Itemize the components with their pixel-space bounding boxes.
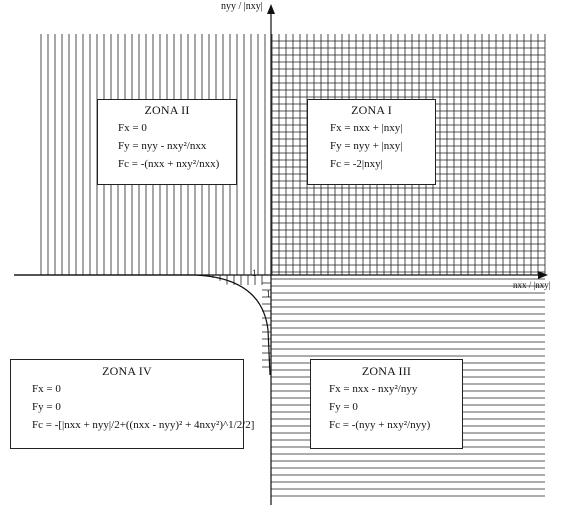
zone-4-box: ZONA IV Fx = 0 Fy = 0 Fc = -[|nxx + nyy|…	[10, 359, 255, 449]
zone-3-fx: Fx = nxx - nxy²/nyy	[329, 383, 418, 395]
x-tick-label: 1	[252, 268, 257, 278]
zone-1-box: ZONA I Fx = nxx + |nxy| Fy = nyy + |nxy|…	[307, 99, 436, 185]
zone-3-fy: Fy = 0	[329, 401, 358, 413]
x-axis-arrow	[538, 271, 548, 279]
zone-2-title: ZONA II	[144, 103, 190, 117]
zone-3-title: ZONA III	[361, 364, 412, 378]
y-axis-arrow	[267, 4, 275, 14]
zone-1-fx: Fx = nxx + |nxy|	[330, 122, 403, 134]
zone-4-fc: Fc = -[|nxx + nyy|/2+((nxx - nyy)² + 4nx…	[32, 419, 255, 431]
zone-2-box: ZONA II Fx = 0 Fy = nyy - nxy²/nxx Fc = …	[97, 99, 237, 185]
y-tick-label: 1	[266, 289, 271, 299]
zone-1-fc: Fc = -2|nxy|	[330, 158, 383, 170]
zone-2-fy: Fy = nyy - nxy²/nxx	[118, 140, 207, 152]
zone-3-fc: Fc = -(nyy + nxy²/nyy)	[329, 419, 431, 431]
x-axis-label: nxx / |nxy|	[513, 280, 551, 290]
zone-3-box: ZONA III Fx = nxx - nxy²/nyy Fy = 0 Fc =…	[310, 359, 463, 449]
zone-1-fy: Fy = nyy + |nxy|	[330, 140, 403, 152]
zone-4-title: ZONA IV	[102, 364, 152, 378]
zone-2-fx: Fx = 0	[118, 122, 147, 134]
zone-4-fx: Fx = 0	[32, 383, 61, 395]
zone-4-fy: Fy = 0	[32, 401, 61, 413]
zone-1-title: ZONA I	[351, 103, 392, 117]
y-axis-label: nyy / |nxy|	[221, 1, 263, 12]
zone-2-fc: Fc = -(nxx + nxy²/nxx)	[118, 158, 220, 170]
